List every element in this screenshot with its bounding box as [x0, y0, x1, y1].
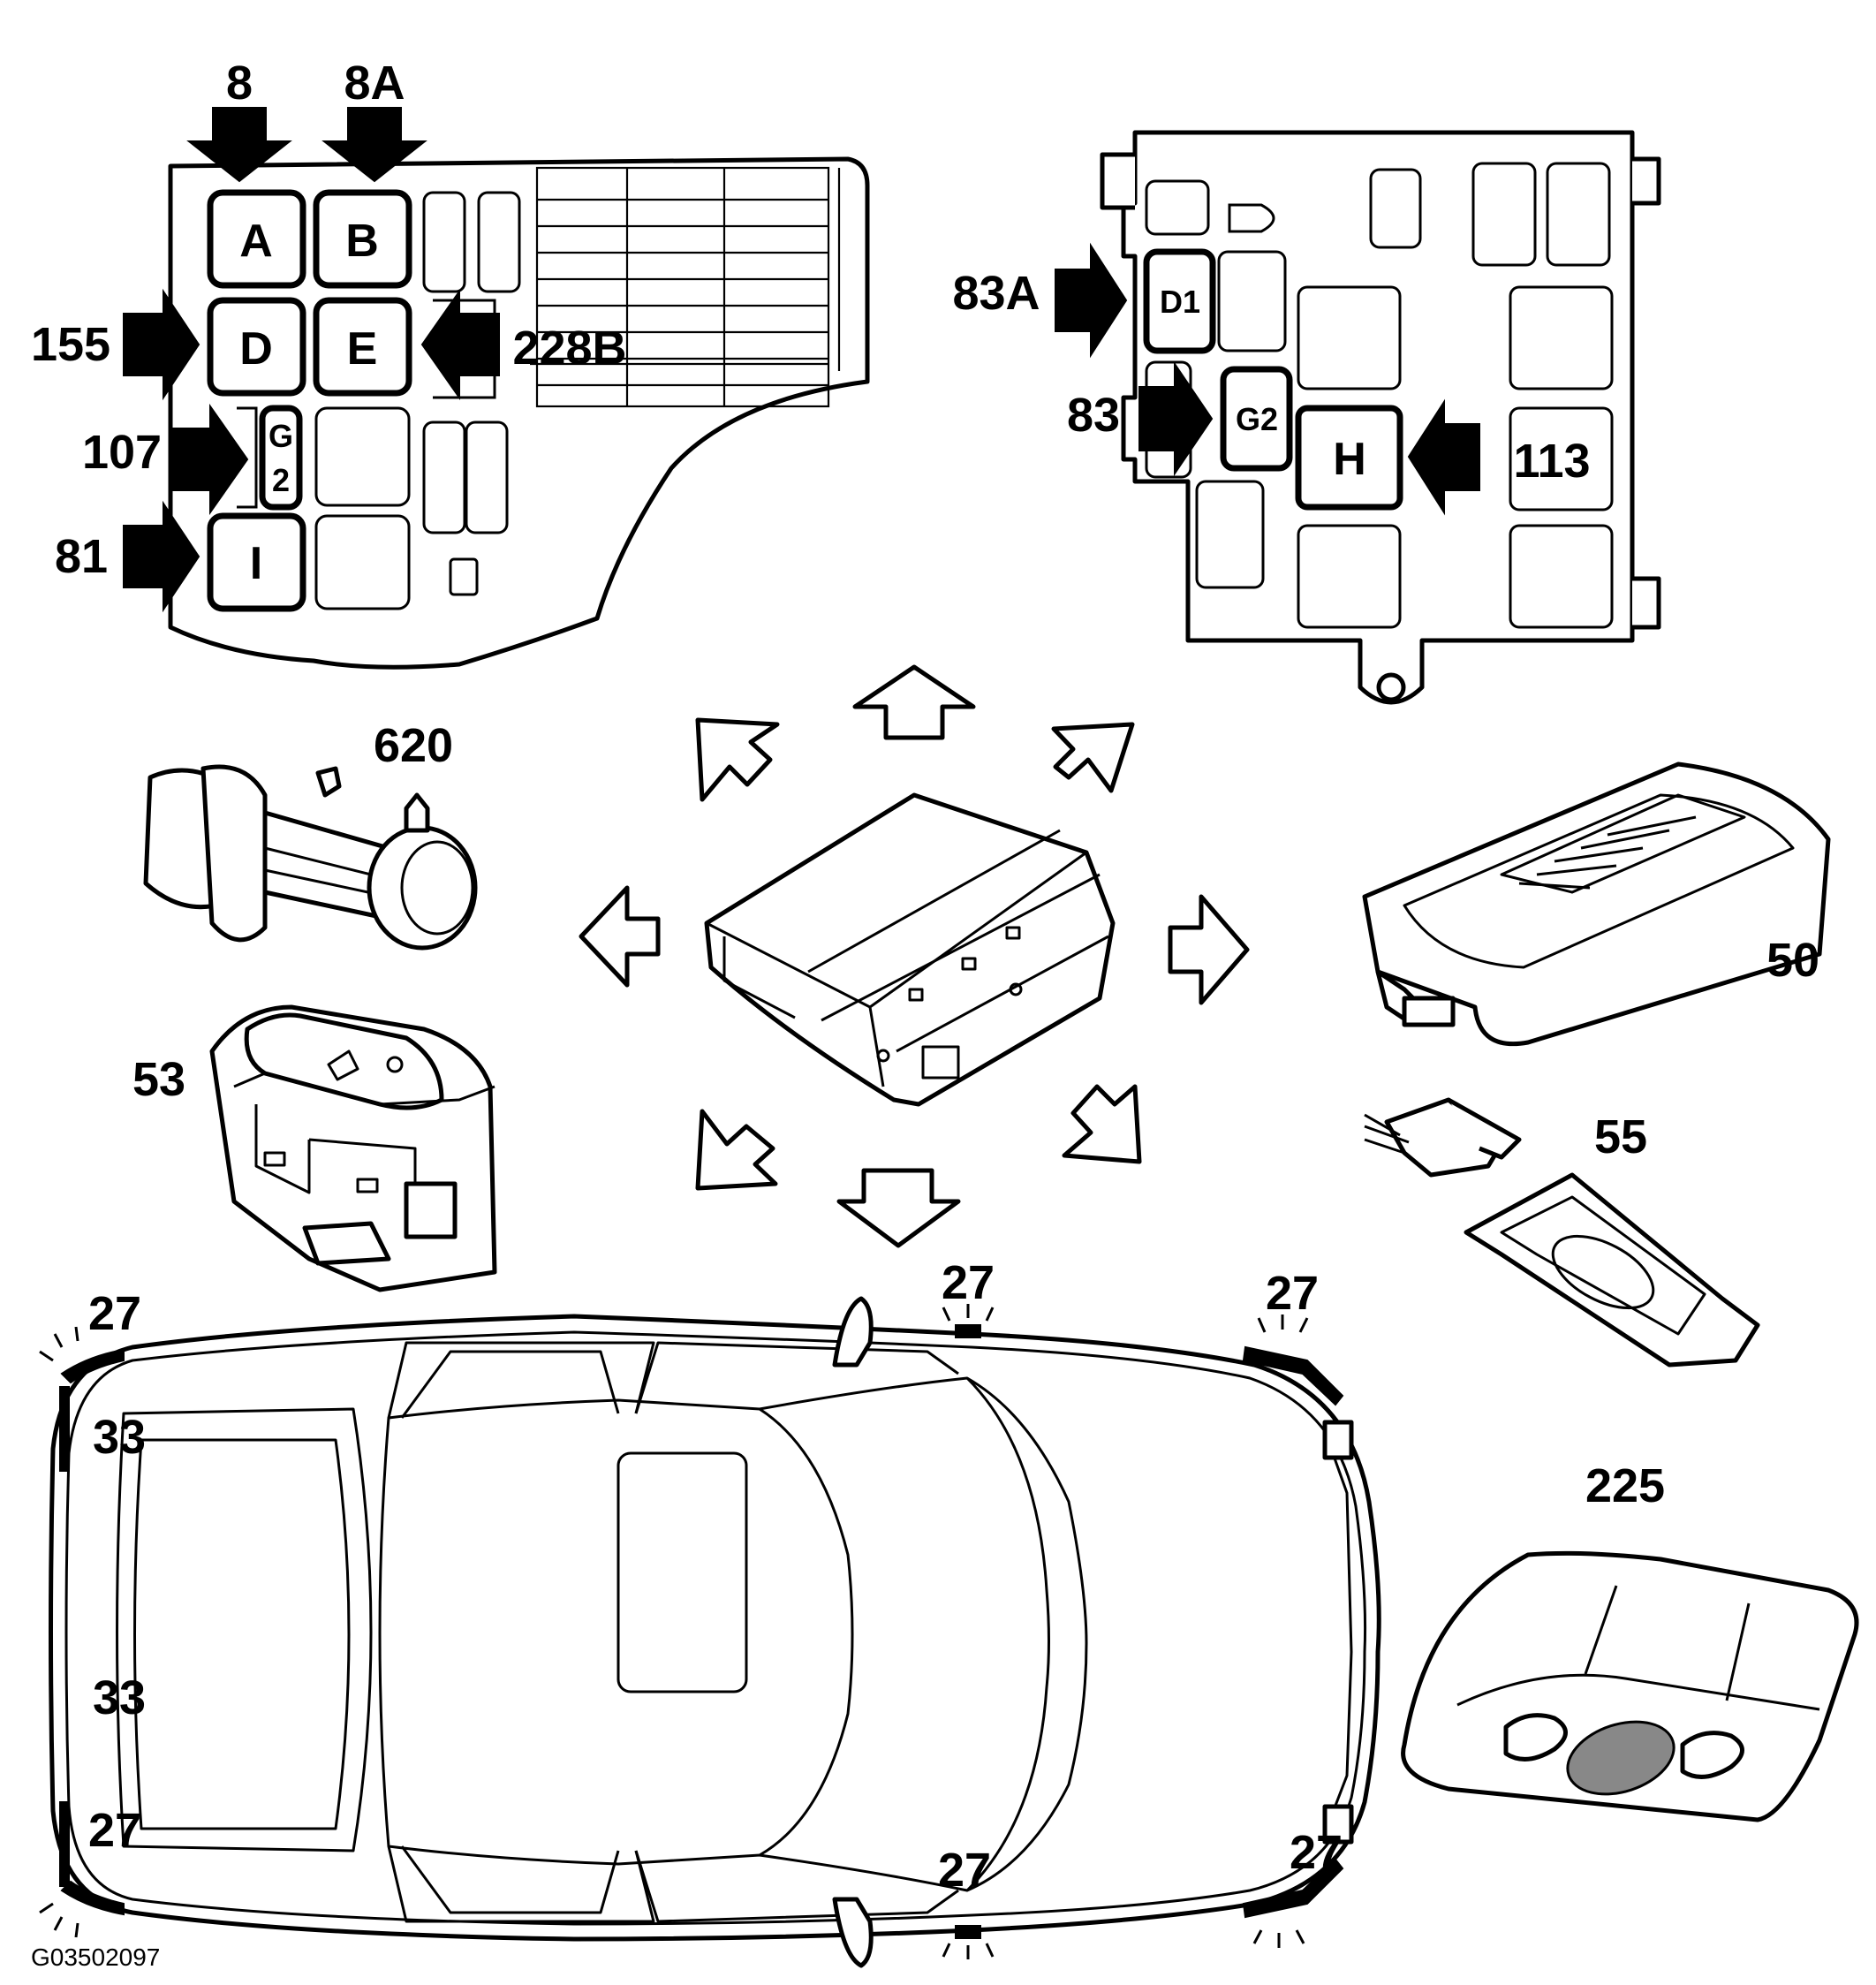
arrow-down-icon	[186, 107, 292, 183]
relay-b-label: B	[345, 216, 379, 267]
arrow-down-icon	[321, 107, 427, 183]
car-top-view	[49, 1296, 1381, 1968]
label-83: 83	[1067, 389, 1120, 442]
lamp-27-marker	[955, 1324, 981, 1338]
label-155: 155	[31, 318, 110, 371]
component-225-overhead-lamp	[1401, 1550, 1859, 1822]
relay-i	[207, 512, 306, 612]
relay-h-label: H	[1333, 434, 1366, 485]
label-8: 8	[226, 57, 253, 110]
lamp-27-rays-icon	[39, 1902, 79, 1938]
label-50: 50	[1766, 934, 1819, 987]
right-box-arrows	[1055, 242, 1480, 516]
relay-e-label: E	[347, 323, 378, 375]
hollow-direction-arrows	[579, 664, 1250, 1248]
component-53-switch	[209, 1004, 497, 1292]
arrow-right-icon	[123, 500, 200, 613]
lamp-27-rays-icon	[1252, 1929, 1305, 1948]
relay-g2-right-label: G2	[1236, 401, 1278, 437]
relay-d1-label: D1	[1160, 284, 1200, 320]
label-53: 53	[132, 1053, 185, 1106]
lamp-27-rays-icon	[942, 1943, 995, 1959]
label-33-bottom: 33	[93, 1671, 146, 1724]
arrow-up-left-icon	[695, 717, 780, 802]
label-33-top: 33	[93, 1411, 146, 1464]
arrow-right-icon	[123, 288, 200, 401]
label-27-front-bottom: 27	[1290, 1826, 1343, 1879]
arrow-up-icon	[852, 664, 976, 740]
lamp-33-marker	[59, 1386, 70, 1472]
relay-e	[313, 297, 412, 397]
label-27-rear-left-top: 27	[88, 1287, 141, 1340]
lamp-27-rays-icon	[942, 1304, 995, 1322]
lamp-27-rays-icon	[1257, 1314, 1309, 1333]
arrow-down-right-icon	[1062, 1084, 1142, 1164]
left-box-arrows	[123, 107, 500, 613]
label-81: 81	[55, 530, 108, 583]
right-fuse-box: D1 G2 H	[1100, 130, 1661, 705]
lamp-33-marker	[59, 1801, 70, 1887]
arrow-right-icon	[1055, 242, 1128, 359]
arrow-right-icon	[172, 403, 249, 516]
callout-labels: 8 8A 155 228B 107 81 83A 83 113 620 50 5…	[31, 57, 1819, 1971]
label-27-center-bottom: 27	[938, 1844, 991, 1897]
arrow-up-right-icon	[1051, 722, 1135, 793]
arrow-left-icon	[579, 885, 661, 988]
label-27-rear-left-bottom: 27	[88, 1804, 141, 1857]
relay-g2-right	[1220, 366, 1293, 472]
component-620-bulb-holder	[143, 764, 478, 951]
arrow-right-icon	[1138, 360, 1214, 477]
label-225: 225	[1585, 1459, 1665, 1512]
relay-d-label: D	[239, 323, 273, 375]
label-228b: 228B	[512, 322, 626, 375]
arrow-left-icon	[1407, 398, 1480, 516]
left-fuse-box: A B D E G 2 I	[168, 156, 870, 670]
label-27-front-top: 27	[1266, 1267, 1319, 1320]
relay-d	[207, 297, 306, 397]
component-50-courtesy-lamp	[1362, 761, 1831, 1047]
arrow-down-icon	[836, 1168, 961, 1248]
label-107: 107	[82, 426, 162, 479]
label-27-center-top: 27	[942, 1256, 995, 1309]
figure-code: G03502097	[31, 1943, 160, 1971]
label-8a: 8A	[344, 57, 405, 110]
relay-g2-label-bottom: 2	[272, 462, 290, 498]
arrow-left-icon	[420, 288, 500, 401]
relay-a-label: A	[239, 216, 273, 267]
lamp-27-rays-icon	[39, 1326, 79, 1362]
arrow-right-icon	[1168, 894, 1250, 1005]
label-620: 620	[374, 719, 453, 772]
central-control-module	[704, 792, 1116, 1107]
lamp-27-marker	[955, 1925, 981, 1939]
relay-h	[1295, 405, 1403, 511]
relay-g2-label-top: G	[269, 418, 293, 454]
lamp-position-markers	[39, 1304, 1344, 1959]
fuse-grid	[530, 166, 841, 408]
relay-a	[207, 189, 306, 289]
relay-b	[313, 189, 412, 289]
arrow-down-left-icon	[695, 1109, 778, 1191]
label-83a: 83A	[952, 267, 1040, 320]
component-55-lamp	[1364, 1097, 1760, 1368]
relay-i-label: I	[250, 538, 262, 589]
label-55: 55	[1594, 1110, 1647, 1163]
label-113: 113	[1513, 435, 1590, 488]
relay-d1	[1143, 248, 1216, 354]
relay-g2	[259, 405, 303, 511]
